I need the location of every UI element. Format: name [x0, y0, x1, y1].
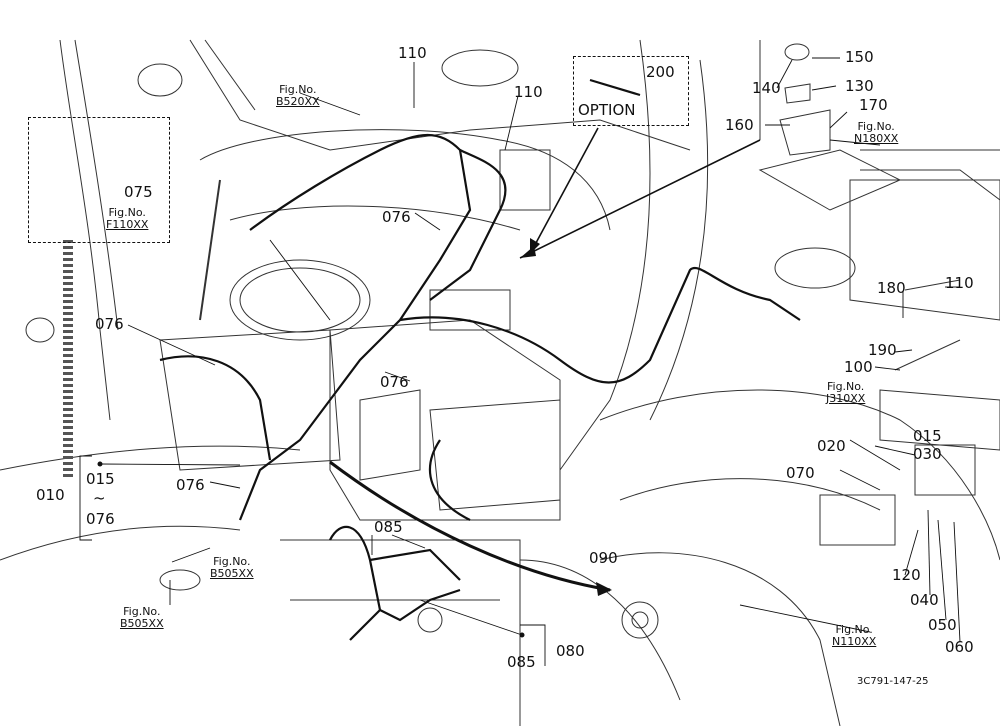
figref-b505-b: Fig.No. B505XX [120, 605, 164, 630]
callout-015-range-start: 015 [86, 470, 115, 488]
callout-085-bottom: 085 [507, 653, 536, 671]
callout-200: 200 [646, 63, 675, 81]
figref-b505-a-number: B505XX [210, 567, 254, 580]
inset-box [28, 117, 170, 243]
figref-b520: Fig.No. B520XX [276, 83, 320, 108]
callout-130: 130 [845, 77, 874, 95]
cab-pillar-left [59, 39, 111, 421]
callout-170: 170 [859, 96, 888, 114]
figref-f110-number: F110XX [106, 218, 149, 231]
figref-j310: Fig.No. J310XX [826, 380, 866, 405]
callout-040: 040 [910, 591, 939, 609]
option-box: 200 OPTION [573, 56, 689, 126]
figref-b505-b-number: B505XX [120, 617, 164, 630]
range-tilde: ~ [93, 489, 106, 507]
option-label: OPTION [578, 101, 636, 119]
callout-010: 010 [36, 486, 65, 504]
figref-j310-number: J310XX [826, 392, 866, 405]
callout-076-c: 076 [380, 373, 409, 391]
callout-080: 080 [556, 642, 585, 660]
callout-110-right: 110 [945, 274, 974, 292]
drawing-code: 3C791-147-25 [857, 676, 929, 687]
callout-160: 160 [725, 116, 754, 134]
callout-140: 140 [752, 79, 781, 97]
figref-f110: Fig.No. F110XX [106, 206, 149, 231]
callout-070: 070 [786, 464, 815, 482]
callout-050: 050 [928, 616, 957, 634]
figref-n110: Fig.No. N110XX [832, 623, 877, 648]
callout-060: 060 [945, 638, 974, 656]
callout-150: 150 [845, 48, 874, 66]
figref-n180: Fig.No. N180XX [854, 120, 899, 145]
callout-110-top: 110 [398, 44, 427, 62]
callout-075: 075 [124, 183, 153, 201]
callout-020: 020 [817, 437, 846, 455]
callout-120: 120 [892, 566, 921, 584]
control-unit [819, 494, 896, 546]
figref-b520-number: B520XX [276, 95, 320, 108]
callout-090: 090 [589, 549, 618, 567]
callout-076-b: 076 [95, 315, 124, 333]
callout-110-mid: 110 [514, 83, 543, 101]
callout-030: 030 [913, 445, 942, 463]
callout-015-right: 015 [913, 427, 942, 445]
figref-n180-number: N180XX [854, 132, 899, 145]
callout-180: 180 [877, 279, 906, 297]
callout-076-a: 076 [382, 208, 411, 226]
callout-076-d: 076 [176, 476, 205, 494]
figref-n110-number: N110XX [832, 635, 877, 648]
figref-b505-a: Fig.No. B505XX [210, 555, 254, 580]
callout-100: 100 [844, 358, 873, 376]
callout-190: 190 [868, 341, 897, 359]
callout-076-range-end: 076 [86, 510, 115, 528]
callout-085-top: 085 [374, 518, 403, 536]
